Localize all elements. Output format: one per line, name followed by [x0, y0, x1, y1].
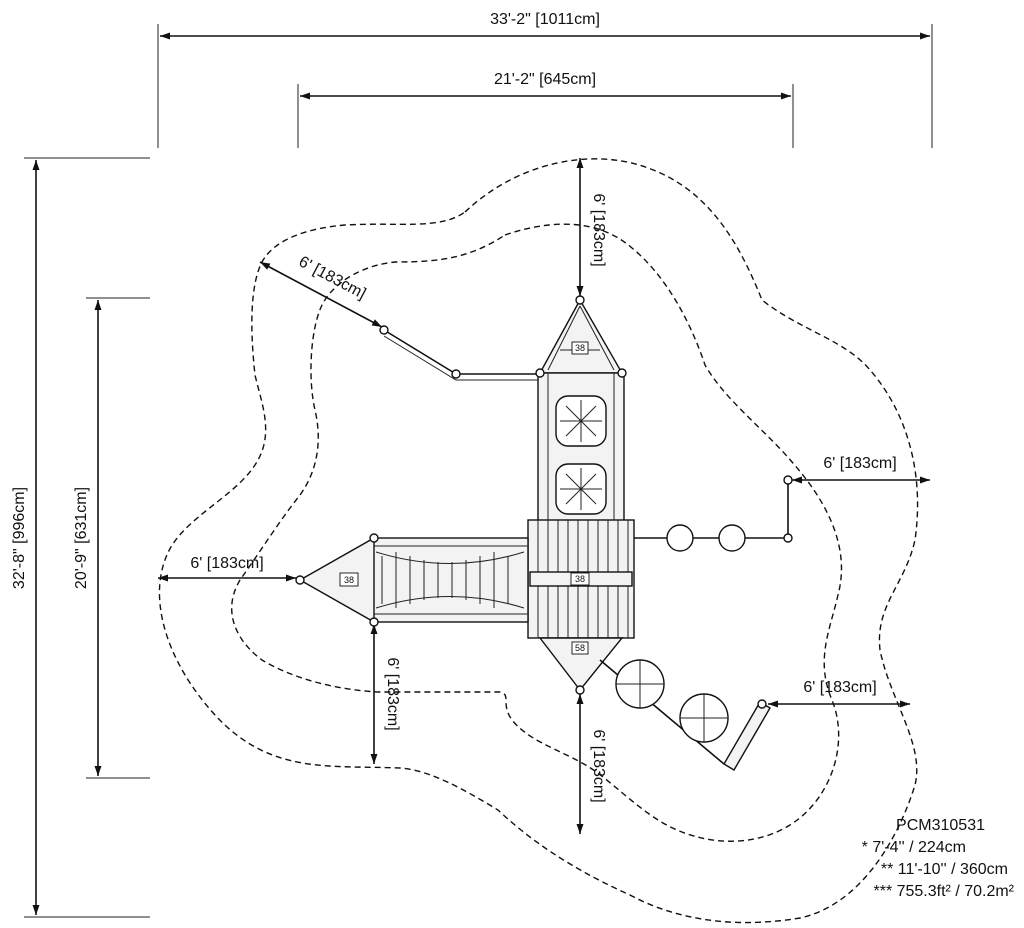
clearance-bottom-label: 6' [183cm]: [590, 729, 607, 802]
bottom-right-climber: [599, 659, 771, 771]
dimension-overall-width: 33'-2" [1011cm]: [160, 11, 930, 40]
center-deck-label: 38: [575, 574, 585, 584]
posts: [295, 295, 793, 709]
left-bridge: [371, 537, 529, 623]
clearance-right-label: 6' [183cm]: [823, 455, 896, 472]
center-deck: 38: [527, 519, 635, 639]
top-roof-label: 38: [575, 343, 585, 353]
inner-depth-label: 20'-9" [631cm]: [73, 487, 90, 589]
dimension-overall-depth: 32'-8" [996cm]: [11, 160, 40, 915]
clearance-left-label: 6' [183cm]: [190, 555, 263, 572]
top-roof: 38: [538, 298, 624, 374]
left-roof: 38: [298, 536, 375, 624]
clearance-bottom: 6' [183cm]: [576, 694, 607, 834]
top-left-rail: [383, 329, 538, 381]
clearance-right-lower: 6' [183cm]: [768, 679, 910, 708]
spec-size: ** 11'-10'' / 360cm: [881, 861, 1008, 878]
clearance-top: 6' [183cm]: [576, 158, 607, 296]
spec-block: PCM310531 * 7'-4'' / 224cm ** 11'-10'' /…: [862, 817, 1015, 900]
dimension-inner-depth: 20'-9" [631cm]: [73, 300, 102, 776]
bottom-roof: 58: [538, 637, 624, 692]
vertical-tower: [537, 372, 625, 524]
clearance-bottom-left-label: 6' [183cm]: [384, 657, 401, 730]
inner-width-label: 21'-2" [645cm]: [494, 71, 596, 88]
clearance-right-lower-label: 6' [183cm]: [803, 679, 876, 696]
overall-depth-label: 32'-8" [996cm]: [11, 487, 28, 589]
clearance-bottom-left: 6' [183cm]: [370, 624, 401, 764]
left-roof-label: 38: [344, 575, 354, 585]
spec-area: *** 755.3ft² / 70.2m²: [873, 883, 1014, 900]
clearance-top-label: 6' [183cm]: [590, 193, 607, 266]
spec-height: * 7'-4'' / 224cm: [862, 839, 966, 856]
right-rail: [634, 480, 789, 552]
clearance-left: 6' [183cm]: [158, 555, 296, 582]
bottom-roof-label: 58: [575, 643, 585, 653]
clearance-right: 6' [183cm]: [792, 455, 930, 484]
spec-model: PCM310531: [896, 817, 985, 834]
overall-width-label: 33'-2" [1011cm]: [490, 11, 600, 28]
outer-use-zone: [158, 158, 919, 924]
clearance-top-left-label: 6' [183cm]: [296, 253, 369, 302]
clearance-top-left: 6' [183cm]: [259, 253, 383, 328]
dimension-inner-width: 21'-2" [645cm]: [300, 71, 791, 100]
extension-lines: [24, 24, 933, 918]
